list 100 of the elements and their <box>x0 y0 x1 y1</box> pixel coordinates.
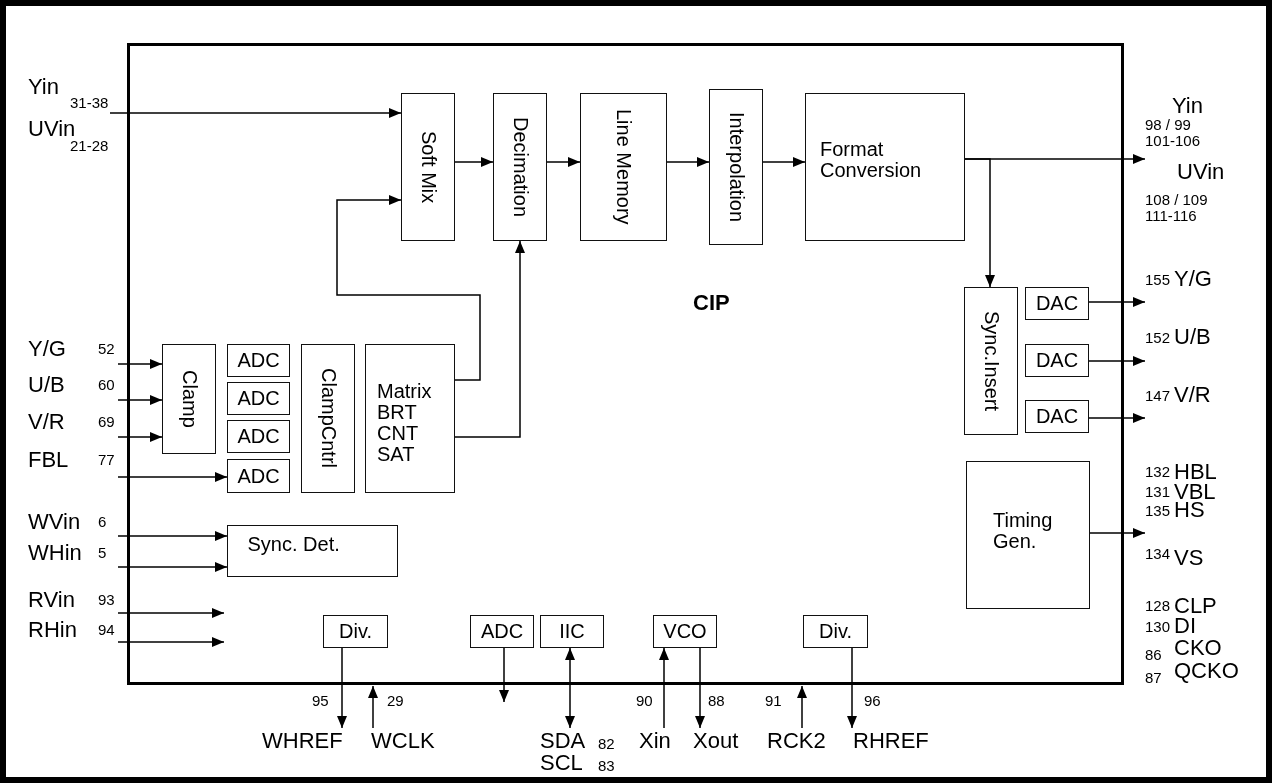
block-label: Sync.Insert <box>980 310 1002 411</box>
signal-name: Y/G <box>28 338 66 360</box>
signal-name: VS <box>1174 547 1204 569</box>
signal-name: RCK2 <box>767 730 826 752</box>
connector-arrow <box>546 157 581 167</box>
function-block <box>803 615 868 648</box>
pin-number: 29 <box>387 693 404 708</box>
signal-name: SCL <box>540 752 583 774</box>
signal-name: WHin <box>28 542 82 564</box>
block-label: ADC <box>237 350 280 371</box>
signal-name: Yin <box>1172 95 1203 117</box>
connector-arrow <box>117 531 228 541</box>
block-label: Matrix BRT CNT SAT <box>377 380 433 465</box>
connector-arrow <box>847 647 857 729</box>
block-label: ClampCntrl <box>317 368 339 469</box>
function-block <box>966 461 1090 609</box>
connector-arrow <box>117 432 163 442</box>
block-label: Timing Gen. <box>993 510 1054 552</box>
block-label: ADC <box>237 426 280 447</box>
pin-number: 95 <box>312 693 329 708</box>
function-block <box>580 93 667 241</box>
signal-arrow <box>117 637 225 647</box>
function-block <box>323 615 388 648</box>
signal-name: V/R <box>1174 384 1211 406</box>
function-block <box>653 615 717 648</box>
signal-name: V/R <box>28 411 65 433</box>
signal-name: WVin <box>28 511 81 533</box>
pin-number: 31-38 <box>70 95 109 110</box>
function-block <box>1025 344 1089 377</box>
connector-arrow <box>117 472 228 482</box>
pin-number: 83 <box>598 758 615 773</box>
function-block <box>493 93 547 241</box>
signal-name: WHREF <box>262 730 343 752</box>
function-block <box>805 93 965 241</box>
connector-arrow <box>666 157 710 167</box>
block-label: Div. <box>819 621 852 642</box>
connector-arrow <box>117 359 163 369</box>
block-label: Soft Mix <box>417 130 439 204</box>
block-label: IIC <box>559 621 585 642</box>
pin-number: 82 <box>598 736 615 751</box>
signal-name: FBL <box>28 449 69 471</box>
signal-name: QCKO <box>1174 660 1239 682</box>
pin-number: 52 <box>98 341 115 356</box>
signal-name: HBL <box>1174 461 1217 483</box>
signal-name: U/B <box>1174 326 1211 348</box>
pin-number: 86 <box>1145 647 1162 662</box>
connector-arrow <box>797 685 807 729</box>
chip-block <box>127 43 1124 685</box>
pin-number: 77 <box>98 452 115 467</box>
function-block <box>227 459 290 493</box>
signal-arrow <box>499 647 509 703</box>
pin-number: 101-106 <box>1145 133 1201 148</box>
signal-arrow <box>117 608 225 618</box>
function-block <box>540 615 604 648</box>
block-label: Line Memory <box>613 109 634 225</box>
function-block <box>227 525 398 577</box>
function-block <box>162 344 216 454</box>
block-label: DAC <box>1035 350 1079 371</box>
pin-number: 90 <box>636 693 653 708</box>
block-label: DAC <box>1035 293 1079 314</box>
function-block <box>301 344 355 493</box>
signal-name: SDA <box>540 730 586 752</box>
block-label: VCO <box>663 621 707 642</box>
pin-number: 108 / 109 <box>1145 192 1208 207</box>
pin-number: 87 <box>1145 670 1162 685</box>
pin-number: 131 <box>1145 484 1171 499</box>
function-block <box>227 420 290 453</box>
pin-number: 5 <box>98 545 107 560</box>
signal-name: WCLK <box>371 730 435 752</box>
signal-name: Xin <box>639 730 671 752</box>
block-label: ADC <box>237 465 280 487</box>
signal-name: U/B <box>28 374 65 396</box>
block-label: Format Conversion <box>820 139 923 181</box>
function-block <box>401 93 455 241</box>
block-label: ADC <box>237 388 280 409</box>
connector-arrow <box>1088 356 1146 366</box>
function-block <box>1025 287 1089 320</box>
function-block <box>1025 400 1089 433</box>
connector-arrow <box>454 240 525 438</box>
pin-number: 111-116 <box>1145 208 1197 223</box>
pin-number: 128 <box>1145 598 1171 613</box>
pin-number: 147 <box>1145 388 1171 403</box>
pin-number: 130 <box>1145 619 1171 634</box>
signal-name: Y/G <box>1174 268 1212 290</box>
function-block <box>365 344 455 493</box>
connector-arrow <box>1088 297 1146 307</box>
pin-number: 155 <box>1145 272 1171 287</box>
pin-number: 132 <box>1145 464 1171 479</box>
connector-arrow <box>565 647 575 729</box>
pin-number: 69 <box>98 414 115 429</box>
pin-number: 96 <box>864 693 881 708</box>
signal-name: UVin <box>28 118 76 140</box>
function-block <box>227 344 290 377</box>
pin-number: 94 <box>98 622 115 637</box>
pin-number: 88 <box>708 693 725 708</box>
pin-number: 135 <box>1145 503 1171 518</box>
pin-number: 60 <box>98 377 115 392</box>
block-label: Sync. Det. <box>247 533 341 555</box>
connector-arrow <box>964 158 995 288</box>
block-label: Interpolation <box>725 111 747 223</box>
